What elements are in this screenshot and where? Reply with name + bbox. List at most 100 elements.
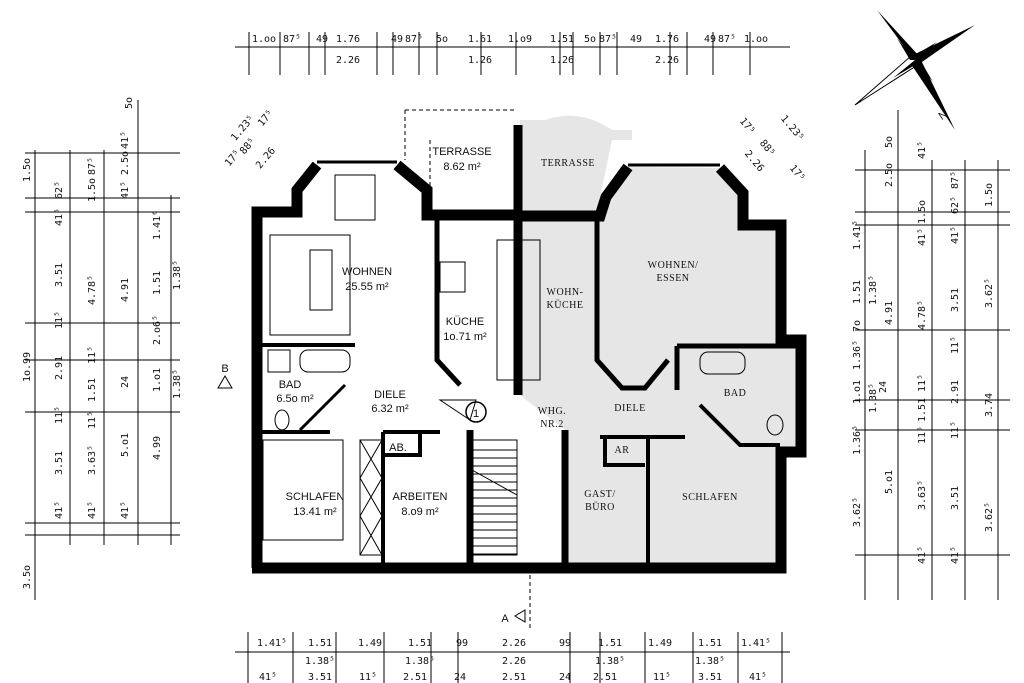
dimension-label: 41⁵: [917, 141, 928, 159]
room-wohnen-area: 25.55 m²: [345, 281, 389, 293]
dimension-label: 1.49: [358, 638, 382, 649]
dimension-label: 2.51: [502, 672, 526, 683]
dimension-label: 49: [704, 34, 716, 45]
dimension-label: 2.91: [54, 356, 65, 380]
dimension-label: 1.38⁵: [868, 275, 879, 305]
dimension-label: 5o: [436, 34, 448, 45]
dimension-label: 1.41⁵: [741, 638, 771, 649]
dimension-label: 3.63⁵: [87, 445, 98, 475]
dimension-label: 1.oo: [252, 34, 276, 45]
dimension-label: 24: [559, 672, 571, 683]
room2-wohnen-1: WOHNEN/: [648, 260, 699, 271]
dimension-label: 62⁵: [950, 196, 961, 214]
dimension-label: 3.51: [308, 672, 332, 683]
dimension-label: 41⁵: [917, 228, 928, 246]
dimension-label: 2.26: [502, 656, 526, 667]
dimension-label: 1.38⁵: [305, 656, 335, 667]
bathtub-2: [699, 351, 746, 375]
kitchen-counter: [496, 239, 516, 381]
dimension-label: 11⁵: [87, 411, 98, 429]
room-bad-name: BAD: [279, 379, 302, 391]
dimension-label: 24: [878, 381, 889, 393]
furniture: [262, 174, 784, 541]
dimension-label: 1.51: [598, 638, 622, 649]
dimension-label: 99: [559, 638, 571, 649]
dimension-label: 2.51: [593, 672, 617, 683]
bathtub: [299, 349, 351, 373]
dimension-label: 1.36⁵: [852, 340, 863, 370]
coffee-table: [309, 249, 333, 311]
markers: 1 B A: [217, 363, 531, 630]
bay-dims-left: 1.23⁵ 88⁵ 2.26 17⁵ 17⁵: [223, 108, 278, 171]
dimension-label: 4.99: [152, 436, 163, 460]
dimension-label: 2.o6⁵: [152, 315, 163, 345]
bay-dim: 17⁵: [737, 116, 757, 137]
dimension-label: 11⁵: [950, 421, 961, 439]
room-diele-area: 6.32 m²: [371, 403, 409, 415]
dimension-label: 24: [454, 672, 466, 683]
bed: [262, 439, 344, 541]
dimension-label: 2.26: [502, 638, 526, 649]
dimension-label: 3.63⁵: [917, 480, 928, 510]
dimension-label: 3.5o: [22, 565, 33, 589]
dimension-label: 1.o9: [508, 34, 532, 45]
dimension-label: 24: [120, 376, 131, 388]
dimension-label: 3.51: [54, 263, 65, 287]
dimension-label: 2.5o: [884, 163, 895, 187]
dimension-label: 1.o1: [152, 368, 163, 392]
dimension-label: 1.51: [917, 398, 928, 422]
room-wohnen-name: WOHNEN: [342, 266, 392, 278]
dimension-label: 5o: [884, 136, 895, 148]
dimension-label: 62⁵: [54, 181, 65, 199]
dimension-label: 1.38⁵: [595, 656, 625, 667]
room2-gast-1: GAST/: [584, 489, 615, 500]
dimension-label: 1.38⁵: [695, 656, 725, 667]
dimension-lines: [25, 32, 1010, 683]
unit2-labels: TERRASSE WOHN- KÜCHE WOHNEN/ ESSEN BAD D…: [538, 158, 747, 513]
dimension-label: 1.51: [550, 34, 574, 45]
dimension-label: 1.76: [655, 34, 679, 45]
bay-dim: 2.26: [742, 149, 766, 175]
dimension-label: 11⁵: [54, 311, 65, 329]
dimension-label: 87⁵: [283, 34, 301, 45]
toilet-2: [766, 414, 784, 436]
dimension-label: 1.51: [152, 271, 163, 295]
shower: [267, 349, 291, 373]
room-kueche-name: KÜCHE: [446, 316, 485, 328]
dimension-label: 2.26: [655, 55, 679, 66]
dimension-label: 2.26: [336, 55, 360, 66]
dimension-label: 11⁵: [359, 672, 377, 683]
dimension-label: 41⁵: [120, 181, 131, 199]
dimension-label: 1.26: [468, 55, 492, 66]
dimension-label: 1.76: [336, 34, 360, 45]
room-arbeiten-name: ARBEITEN: [392, 491, 447, 503]
walls: [251, 109, 807, 574]
dimension-label: 1.51: [698, 638, 722, 649]
unit2-label-line1: WHG.: [538, 406, 566, 417]
dimension-label: 87⁵: [950, 171, 961, 189]
dimension-label: 87⁵: [718, 34, 736, 45]
dimension-label: 3.74: [984, 393, 995, 417]
dimension-label: 1.61: [468, 34, 492, 45]
room-terrasse-name: TERRASSE: [432, 146, 491, 158]
dimension-label: 1.51: [852, 280, 863, 304]
dimension-label: 3.62⁵: [984, 502, 995, 532]
dimension-label: 99: [456, 638, 468, 649]
dimension-label: 41⁵: [87, 501, 98, 519]
room2-bad: BAD: [724, 388, 747, 399]
dimension-label: 87⁵: [599, 34, 617, 45]
dimension-label: 41⁵: [749, 672, 767, 683]
dimension-label: 5.o1: [120, 433, 131, 457]
room2-wohnkueche-2: KÜCHE: [547, 299, 584, 311]
dimension-label: 1.36⁵: [852, 425, 863, 455]
room2-schlafen: SCHLAFEN: [682, 492, 738, 503]
dimension-label: 3.62⁵: [984, 278, 995, 308]
dimension-label: 11⁵: [87, 346, 98, 364]
dimension-label: 1.5o: [22, 158, 33, 182]
dimension-label: 1.51: [408, 638, 432, 649]
dimension-label: 1.51: [87, 378, 98, 402]
dimension-label: 4.78⁵: [87, 275, 98, 305]
dimension-label: 49: [391, 34, 403, 45]
unit-number: 1: [473, 408, 479, 420]
dimension-label: 5o: [584, 34, 596, 45]
